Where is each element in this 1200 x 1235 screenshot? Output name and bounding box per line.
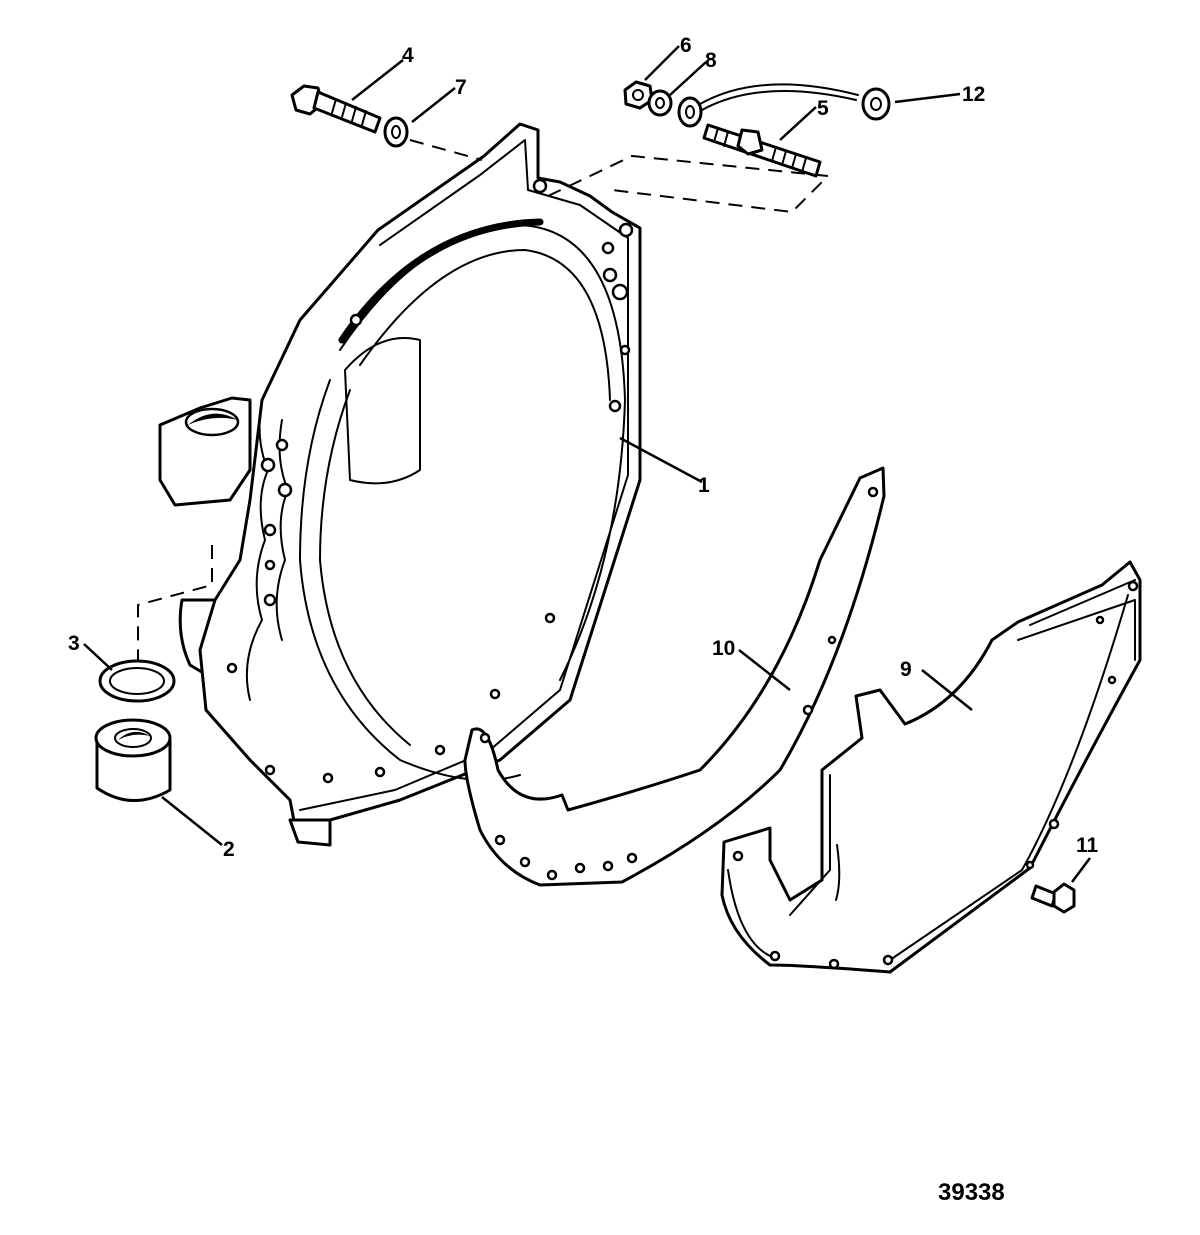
callout-5: 5 xyxy=(817,97,829,120)
bolt-part-4 xyxy=(290,84,382,134)
seal-ring-part-3 xyxy=(98,659,176,703)
callout-12: 12 xyxy=(962,83,985,106)
washer-part-7 xyxy=(383,116,409,148)
stud-part-5 xyxy=(702,123,822,178)
callout-11: 11 xyxy=(1076,834,1099,857)
assembly-dashed-lines xyxy=(137,139,831,660)
screw-part-11 xyxy=(1030,882,1076,914)
callout-10: 10 xyxy=(712,637,735,660)
housing-bolt-holes xyxy=(226,178,634,784)
callout-3: 3 xyxy=(68,632,80,655)
callout-1: 1 xyxy=(698,474,710,497)
callout-labels: 1 2 3 4 5 6 7 8 9 10 11 12 xyxy=(68,34,1099,861)
flywheel-housing xyxy=(158,122,642,847)
washer-part-8 xyxy=(647,89,673,117)
ground-cable-part-12 xyxy=(677,83,891,128)
callout-9: 9 xyxy=(900,658,912,681)
cover-plate-part-9 xyxy=(720,560,1142,974)
gasket-part-10 xyxy=(463,466,886,887)
callout-7: 7 xyxy=(455,76,467,99)
callout-8: 8 xyxy=(705,49,717,72)
callout-6: 6 xyxy=(680,34,692,57)
callout-4: 4 xyxy=(402,44,414,67)
callout-leader-lines xyxy=(83,45,1091,883)
callout-2: 2 xyxy=(223,838,235,861)
bushing-part-2 xyxy=(94,718,172,802)
figure-number: 39338 xyxy=(938,1179,1005,1206)
